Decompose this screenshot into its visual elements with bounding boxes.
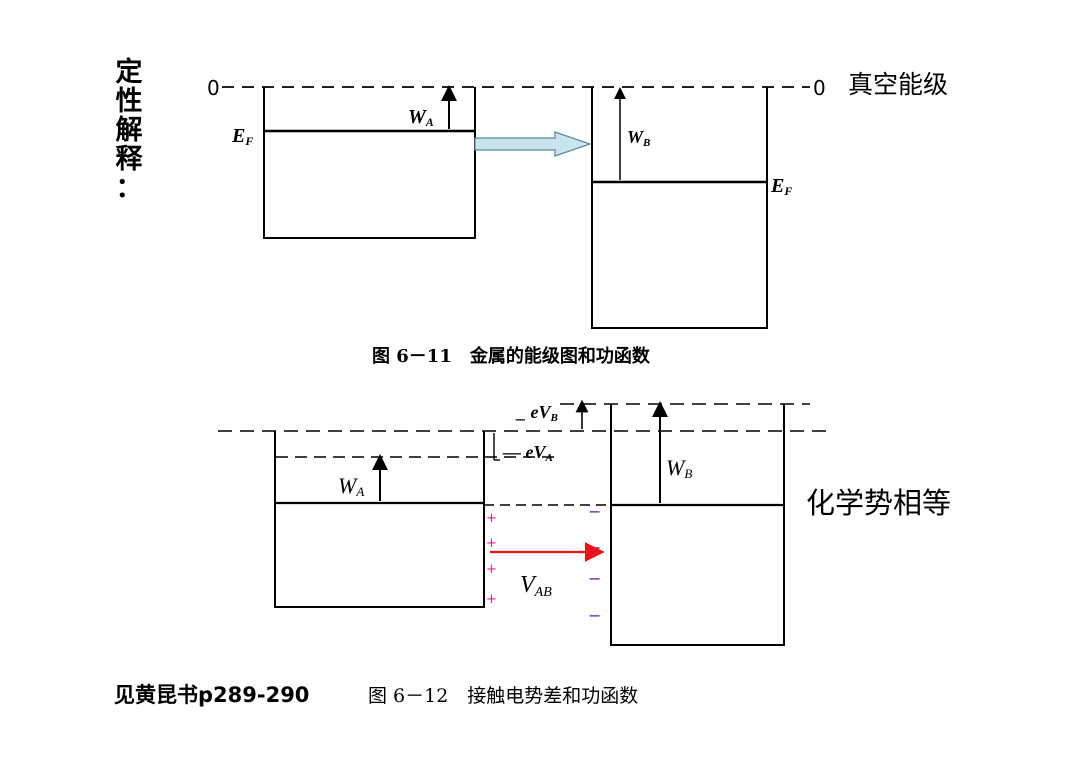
vacuum-level-label: 真空能级 [848, 70, 948, 99]
figure-6-12: WA WB _ eVB — eVA + + + + − − − − VAB 化学… [218, 399, 951, 707]
minus-charge-4: − [588, 606, 601, 625]
figure-6-11: 0 0 真空能级 EF WA EF WB 图 6－11 金属的能级图和功函数 [207, 70, 948, 367]
plus-charge-3: + [486, 562, 497, 577]
minus-charge-3: − [588, 569, 601, 588]
vab-label: VAB [520, 572, 552, 600]
work-label-a: WA [408, 106, 434, 129]
figure-6-11-caption: 图 6－11 金属的能级图和功函数 [372, 345, 651, 367]
equal-chem-potential-label: 化学势相等 [806, 486, 951, 520]
work-label-b: WB [627, 127, 650, 149]
ev-a-label: — eVA [502, 442, 553, 464]
ev-b-label: _ eVB [515, 402, 558, 424]
electron-transfer-arrow [474, 131, 592, 157]
plus-charge-2: + [486, 536, 497, 551]
plus-charge-4: + [486, 592, 497, 607]
metal-b-well-contact [610, 404, 785, 646]
metal-b-well [591, 87, 768, 329]
metal-a-well [263, 87, 476, 239]
fermi-label-a: EF [231, 125, 253, 148]
side-title: 定 性 解 释 ： [115, 57, 143, 204]
metal-a-well-contact [274, 431, 485, 608]
work-label-b-contact: WB [666, 455, 692, 481]
zero-label-right: 0 [813, 76, 826, 100]
fermi-label-b: EF [770, 175, 792, 198]
zero-label-left: 0 [207, 76, 220, 100]
minus-charge-1: − [588, 502, 601, 521]
book-reference: 见黄昆书p289-290 [114, 683, 309, 707]
figure-6-12-caption: 图 6－12 接触电势差和功函数 [368, 685, 638, 707]
work-label-a-contact: WA [338, 473, 364, 499]
plus-charge-1: + [486, 511, 497, 526]
minus-charge-2: − [588, 538, 601, 557]
